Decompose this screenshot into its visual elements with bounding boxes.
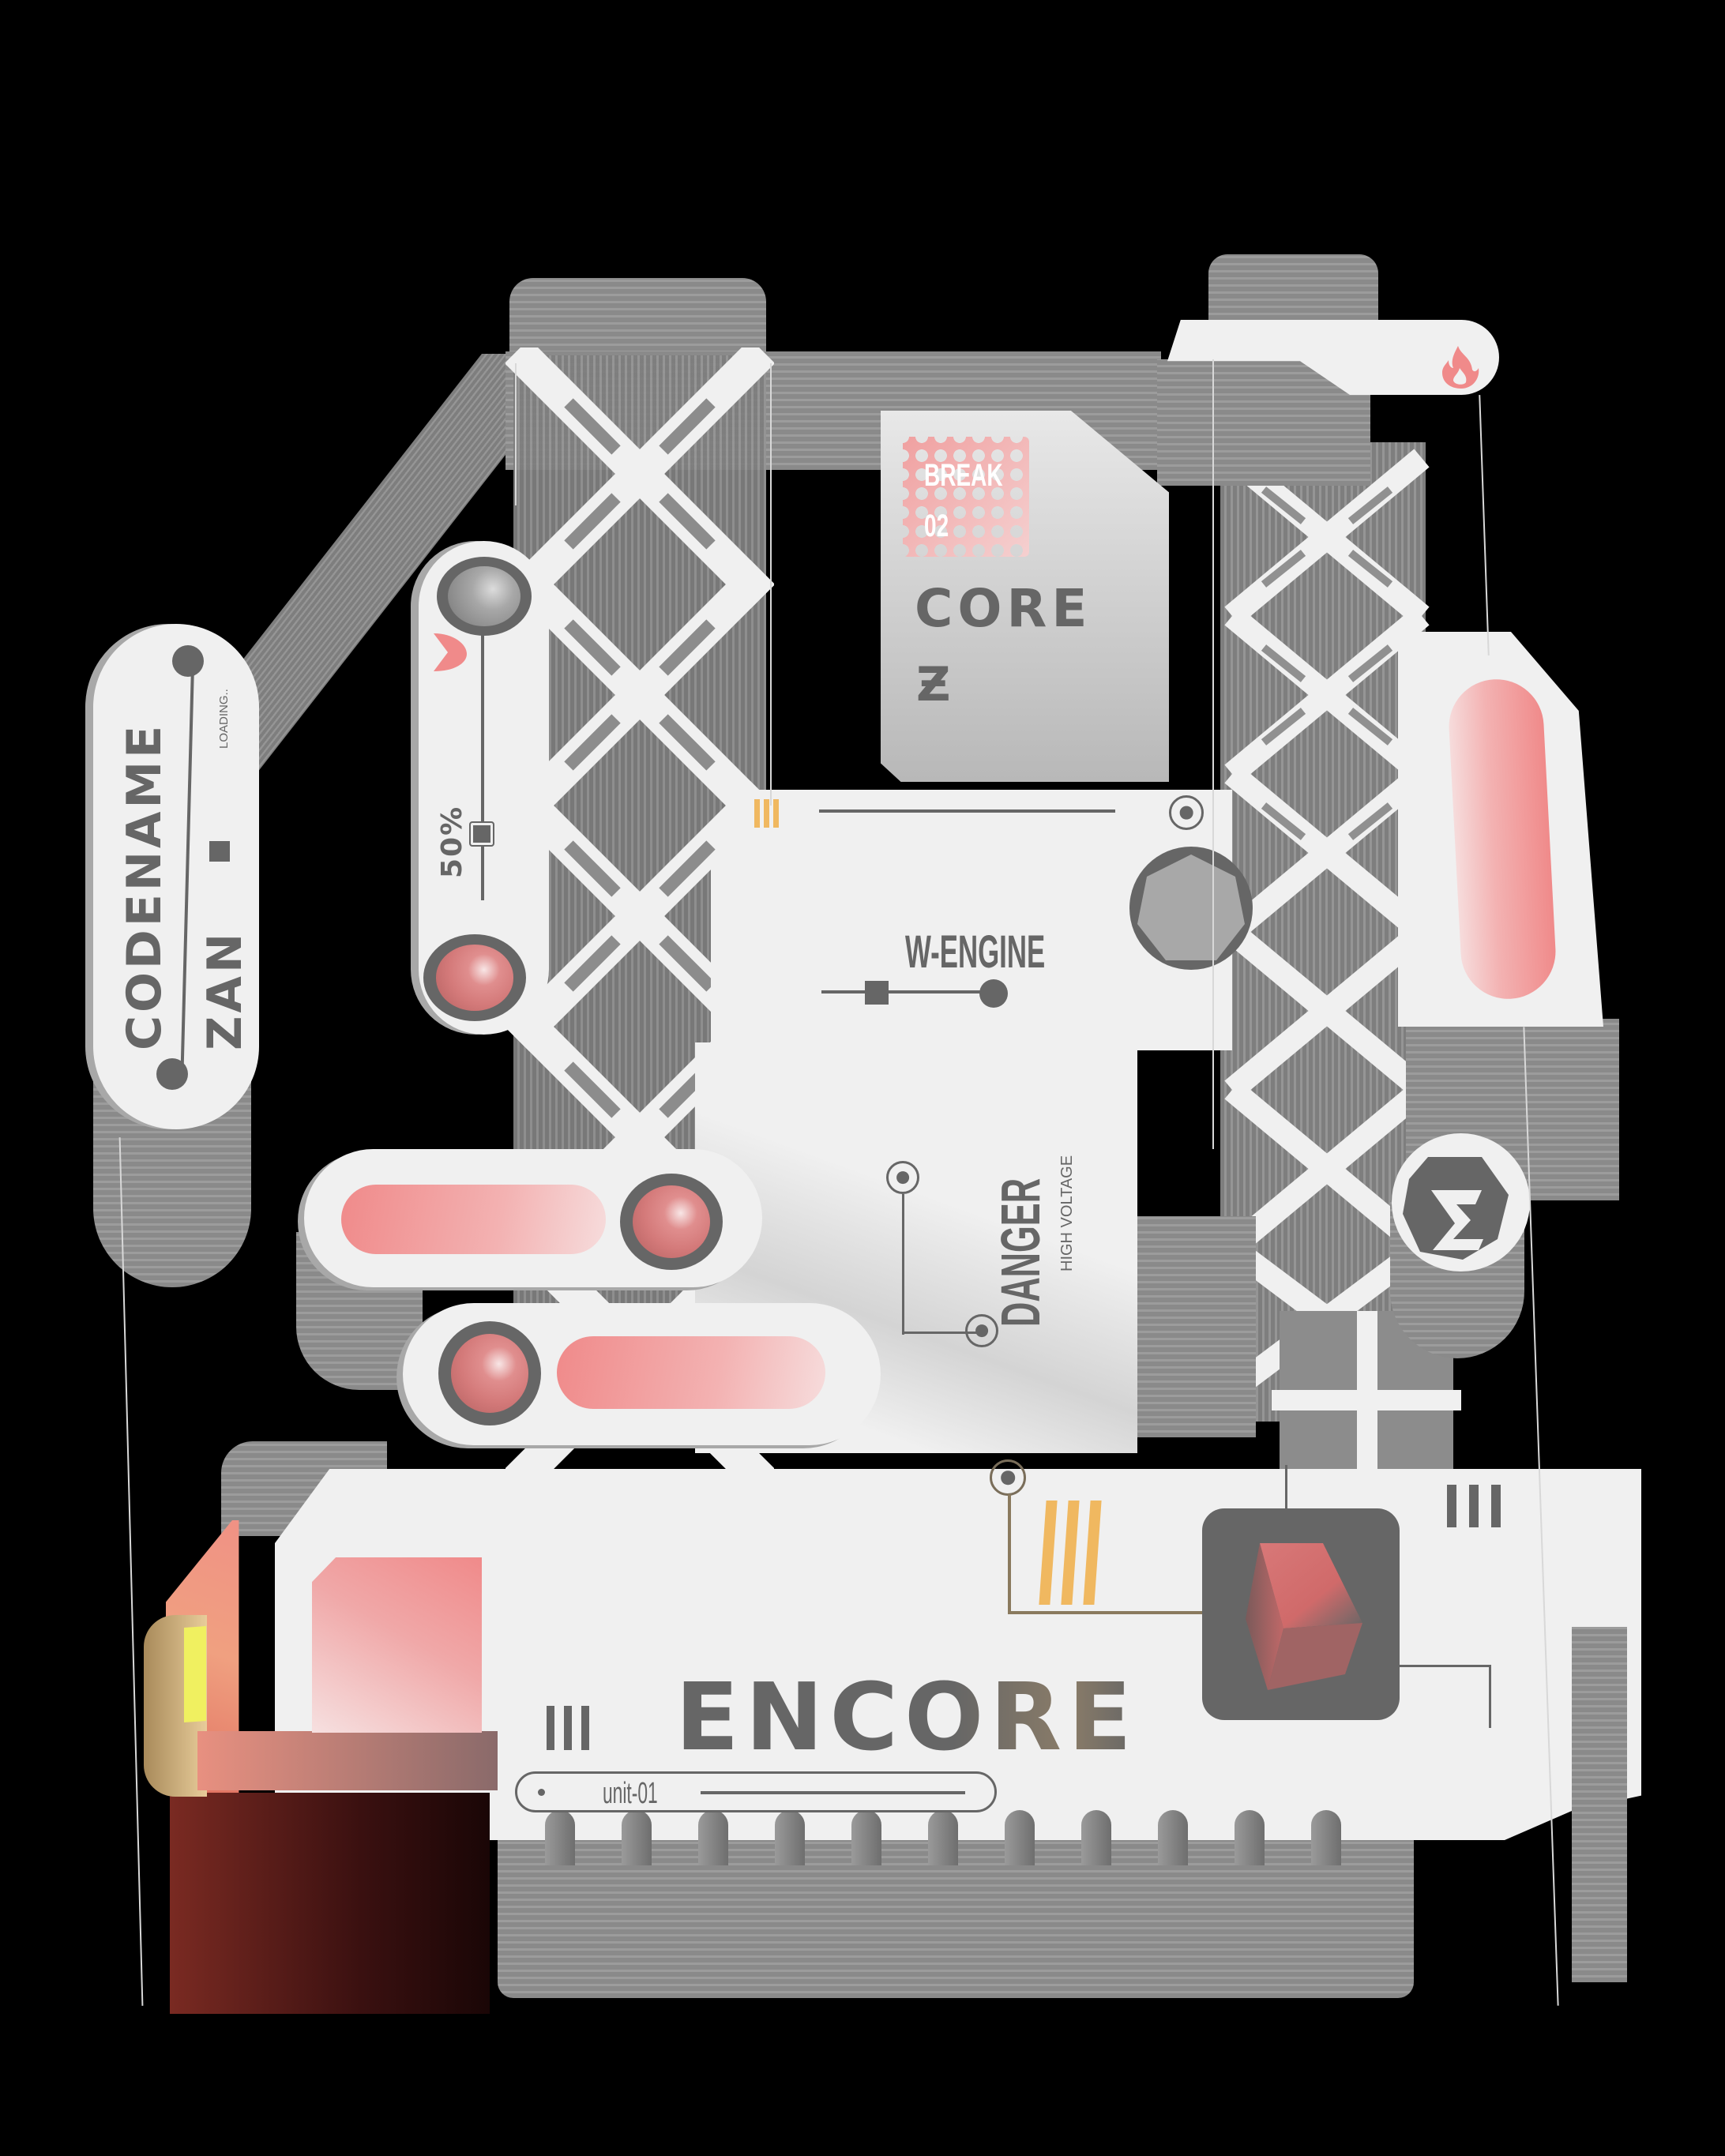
yellow-light — [184, 1626, 206, 1722]
support-pin-3 — [770, 363, 772, 806]
slider-handle[interactable] — [469, 821, 494, 847]
cube-circuit-right-down — [1489, 1665, 1491, 1728]
square-node-icon — [865, 981, 889, 1005]
bottom-base-wall — [498, 1840, 1414, 1998]
capsule-lower-bar[interactable] — [557, 1336, 825, 1409]
support-pin-5 — [1479, 395, 1490, 655]
codename-top-dot — [172, 645, 204, 677]
unit-label: unit-01 — [603, 1777, 658, 1810]
square-icon — [209, 841, 230, 862]
main-plate-side-wall — [1137, 1216, 1256, 1437]
unit-field-dot — [538, 1789, 545, 1796]
slider-percent: 50% — [436, 805, 468, 878]
break-stamp — [903, 437, 1029, 557]
core-glyph: Ƶ — [916, 657, 953, 712]
stripes-right — [1447, 1485, 1501, 1527]
capsule-upper-orb[interactable] — [620, 1174, 723, 1270]
cube-circuit-vertical — [1008, 1494, 1011, 1614]
sigma-icon — [1403, 1157, 1509, 1260]
danger-target-top-icon — [886, 1161, 919, 1194]
break-stamp-line1: BREAK — [924, 458, 1003, 493]
break-stamp-text: BREAK 02 — [924, 450, 1003, 551]
support-pin-2 — [515, 363, 517, 505]
right-pink-capsule[interactable] — [1446, 677, 1558, 1001]
flame-icon — [1442, 346, 1479, 389]
danger-target-bottom-icon — [965, 1314, 998, 1347]
encore-logo: ENCORE — [675, 1662, 1138, 1771]
stripes-top-orange — [754, 799, 779, 828]
red-lower-ledge — [197, 1731, 498, 1790]
pink-panel[interactable] — [312, 1557, 482, 1733]
cube-circuit-horizontal — [1008, 1611, 1209, 1614]
lattice-column-left-top-cap — [509, 278, 766, 365]
break-stamp-line2: 02 — [924, 509, 949, 543]
support-pin-4 — [1212, 359, 1214, 1149]
slider-rail — [481, 632, 484, 900]
w-engine-text: W-ENGINE — [905, 926, 1046, 978]
core-title: CORE — [915, 578, 1092, 639]
capsule-lower-orb[interactable] — [438, 1321, 541, 1425]
cube-target-icon — [990, 1459, 1026, 1496]
w-engine-connector — [821, 990, 991, 993]
danger-label: DANGER — [990, 1178, 1051, 1327]
cube-circuit-right — [1400, 1665, 1490, 1667]
pacman-icon — [434, 633, 467, 671]
codename-tag — [93, 624, 259, 1129]
codename-name: ZAN — [197, 930, 253, 1050]
codename-bottom-dot — [156, 1058, 188, 1090]
unit-field-rule — [701, 1791, 965, 1794]
high-voltage-label: HIGH VOLTAGE — [1058, 1155, 1076, 1271]
encore-plate — [275, 1469, 1641, 1840]
stripes-mid-orange — [1039, 1501, 1102, 1605]
red-glow-wall — [170, 1793, 490, 2014]
codename-title: CODENAME — [117, 722, 172, 1050]
w-engine-label: W-ENGINE — [905, 926, 1138, 978]
lattice-x-braces-right — [1224, 449, 1430, 1399]
unit-field[interactable]: unit-01 — [515, 1771, 997, 1812]
hexagon-bolt-icon — [1129, 847, 1253, 970]
stripes-left — [547, 1706, 589, 1750]
cube-icon — [1246, 1543, 1362, 1690]
danger-connector-vertical — [902, 1194, 904, 1335]
round-node-icon — [979, 979, 1008, 1008]
top-target-icon — [1169, 795, 1204, 830]
red-orb[interactable] — [423, 934, 526, 1021]
loading-status: LOADING.. — [217, 689, 231, 749]
grey-orb[interactable] — [437, 557, 532, 636]
danger-connector-horizontal — [902, 1332, 981, 1334]
cube-connector-top — [1285, 1465, 1287, 1512]
danger-block: DANGER HIGH VOLTAGE — [989, 1137, 1076, 1327]
bottom-right-wall — [1572, 1627, 1627, 1982]
top-rule-line — [819, 809, 1115, 813]
capsule-upper-bar[interactable] — [341, 1185, 606, 1254]
